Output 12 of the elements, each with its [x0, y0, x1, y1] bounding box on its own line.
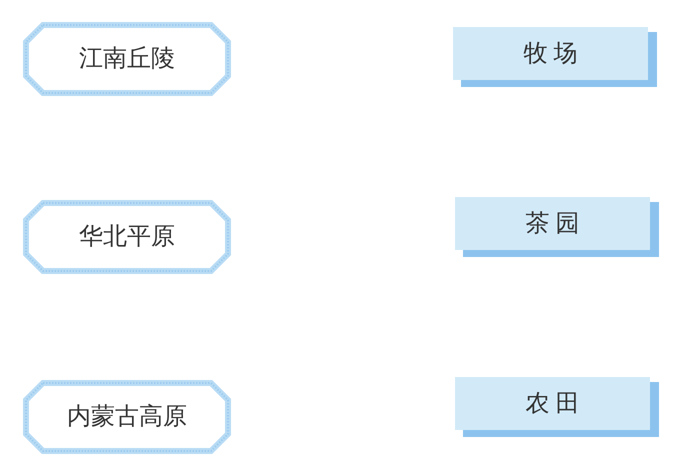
- land-use-label: 茶 园: [526, 210, 580, 238]
- region-tag: [22, 199, 232, 275]
- land-use-label: 牧 场: [524, 40, 578, 68]
- region-tag: [22, 379, 232, 455]
- region-name: 江南丘陵: [79, 45, 175, 74]
- land-use-card: [453, 27, 657, 87]
- land-use-card: [455, 377, 659, 437]
- land-use-label: 农 田: [526, 390, 580, 418]
- land-use-card: [455, 197, 659, 257]
- region-name: 内蒙古高原: [67, 402, 187, 432]
- region-name: 华北平原: [79, 223, 175, 252]
- region-tag: [22, 21, 232, 97]
